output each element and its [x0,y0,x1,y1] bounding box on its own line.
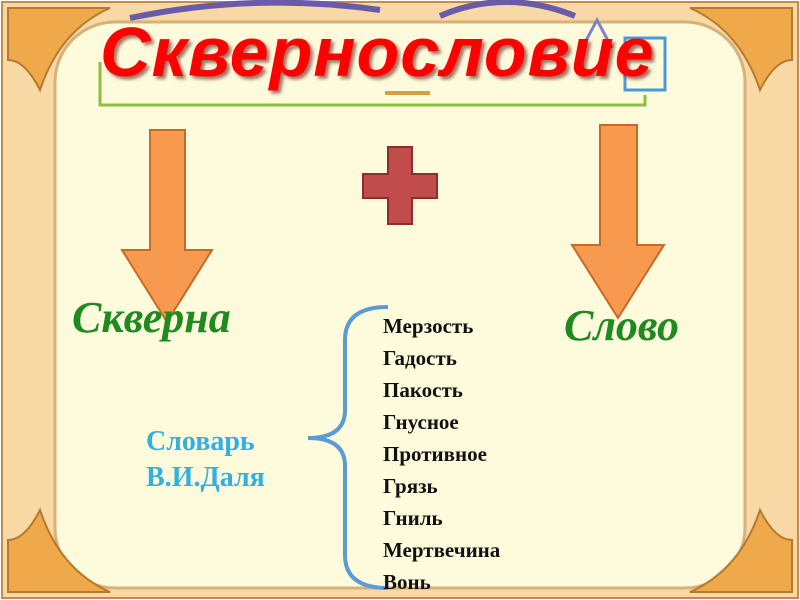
synonym-item: Пакость [383,378,463,402]
suffix-mark [580,16,614,49]
ending-mark [623,36,667,92]
top-arc-left [129,0,381,21]
synonym-item: Гниль [383,506,443,530]
corner-ornament-bottom-left [7,507,111,593]
dictionary-author: В.И.Даля [146,462,265,493]
corner-ornament-bottom-right [689,507,793,593]
curly-brace [307,305,389,590]
synonym-item: Противное [383,442,487,466]
synonym-item: Гадость [383,346,457,370]
dictionary-label: Словарь В.И.Даля [146,424,265,496]
left-word: Скверна [72,293,231,342]
corner-ornament-top-right [689,7,793,93]
page-title: Сквернословие [100,13,655,91]
dictionary-title: Словарь [146,426,255,457]
synonym-item: Вонь [383,570,431,594]
root-mark [98,62,647,107]
synonym-item: Мертвечина [383,538,501,562]
inner-panel [53,20,747,590]
synonym-list: Мерзость Гадость Пакость Гнусное Противн… [383,310,500,598]
synonym-item: Грязь [383,474,438,498]
corner-ornament-top-left [7,7,111,93]
right-word: Слово [564,301,680,350]
synonym-item: Мерзость [383,314,474,338]
plus-icon [362,146,438,225]
arrow-down-left [120,129,214,324]
top-arc-right [438,0,577,19]
arrow-down-right [570,124,666,320]
synonym-item: Гнусное [383,410,459,434]
